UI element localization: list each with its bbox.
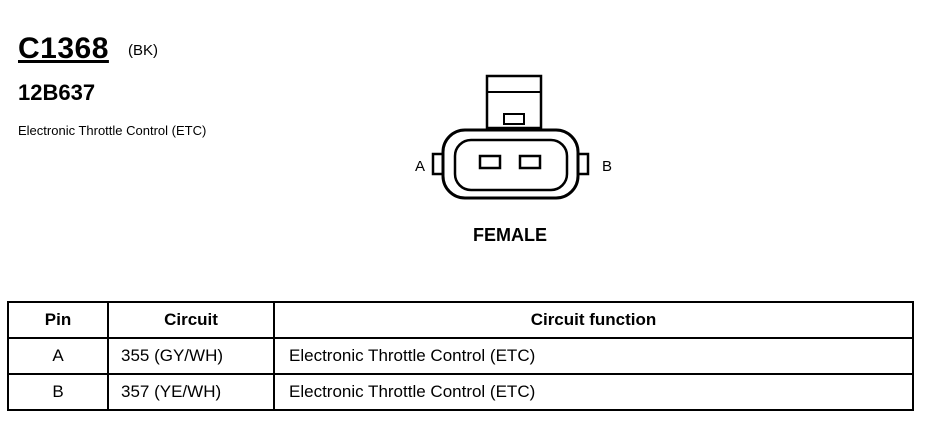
table-row: A 355 (GY/WH) Electronic Throttle Contro… <box>7 337 914 375</box>
connector-face-diagram: A B <box>415 74 612 200</box>
table-row: B 357 (YE/WH) Electronic Throttle Contro… <box>7 373 914 411</box>
cell-pin: A <box>7 337 109 375</box>
header-circuit: Circuit <box>107 301 275 339</box>
connector-housing-inner <box>453 138 569 192</box>
pin-cavity-b <box>518 154 542 170</box>
connector-description: Electronic Throttle Control (ETC) <box>18 123 207 138</box>
header-pin: Pin <box>7 301 109 339</box>
header-circuit-function: Circuit function <box>273 301 914 339</box>
locking-tab-latch <box>503 113 525 125</box>
side-label-b: B <box>602 158 612 175</box>
connector-gender-label: FEMALE <box>473 225 547 245</box>
connector-color: (BK) <box>128 42 158 59</box>
part-number: 12B637 <box>18 80 96 105</box>
cell-circuit: 355 (GY/WH) <box>107 337 275 375</box>
side-label-a: A <box>415 158 425 175</box>
pin-cavity-a <box>478 154 502 170</box>
cell-pin: B <box>7 373 109 411</box>
cell-circuit-function: Electronic Throttle Control (ETC) <box>273 337 914 375</box>
pin-table: Pin Circuit Circuit function A 355 (GY/W… <box>7 301 914 411</box>
table-header-row: Pin Circuit Circuit function <box>7 301 914 339</box>
cell-circuit: 357 (YE/WH) <box>107 373 275 411</box>
connector-id: C1368 <box>18 32 109 65</box>
cell-circuit-function: Electronic Throttle Control (ETC) <box>273 373 914 411</box>
